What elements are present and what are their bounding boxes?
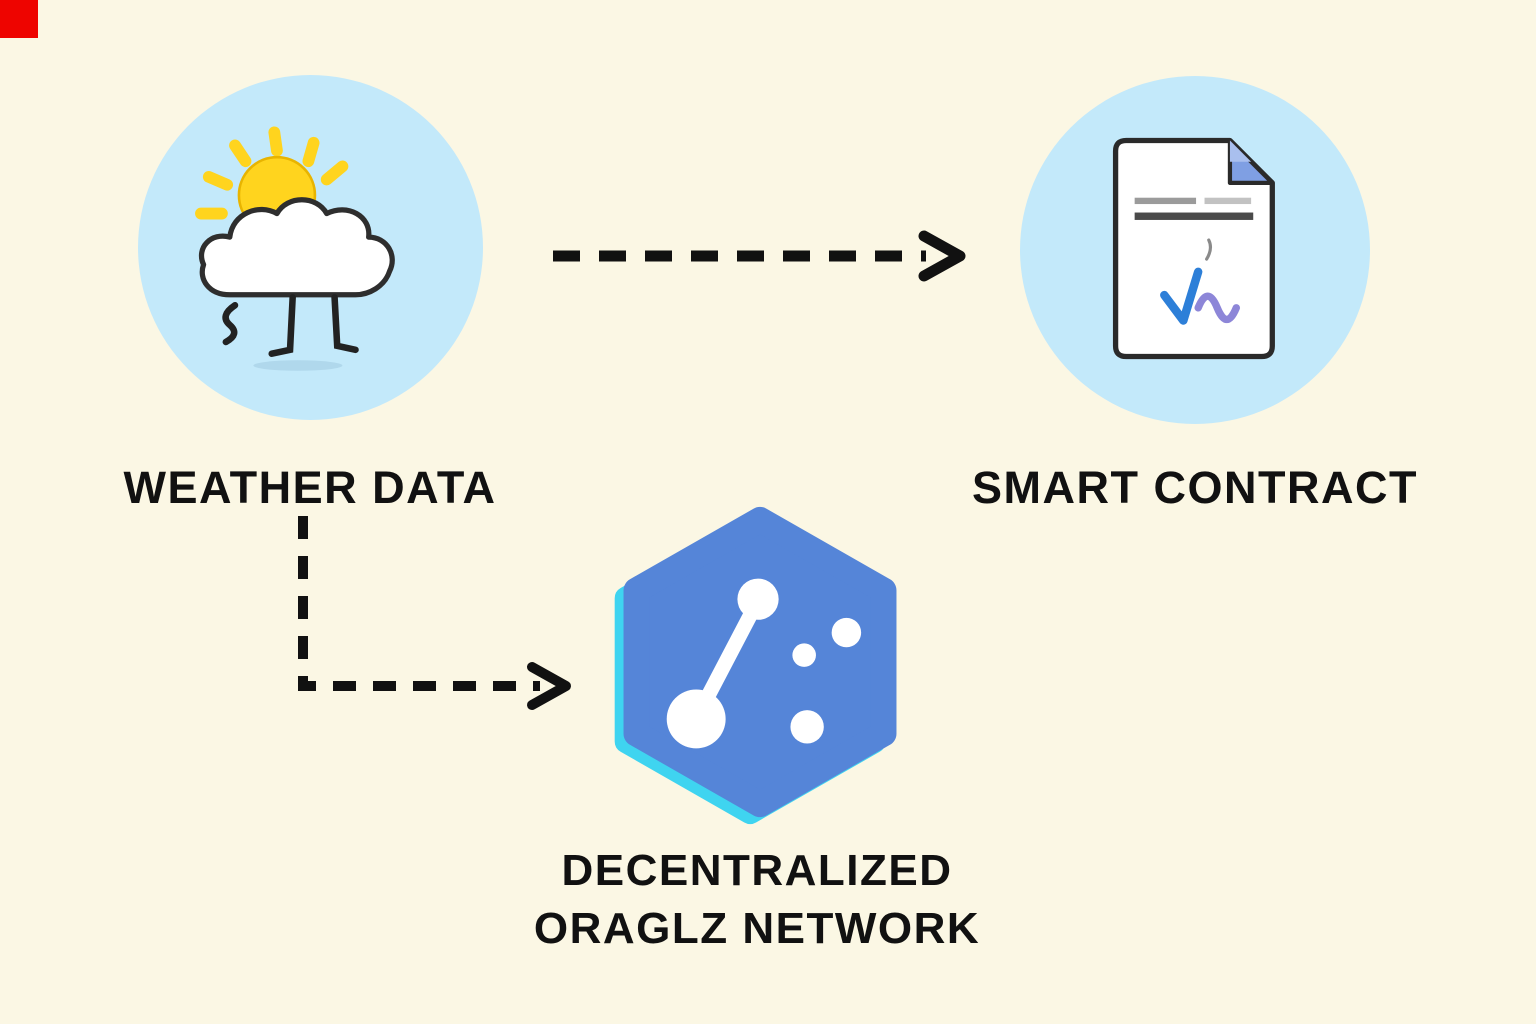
corner-red-square bbox=[0, 0, 38, 38]
oracle-network-label-line2: ORAGLZ NETWORK bbox=[533, 904, 981, 953]
oracle-network-label-line1: DECENTRALIZED bbox=[561, 846, 953, 895]
arrow-weather-to-oracle bbox=[298, 516, 571, 710]
oracle-network-node bbox=[598, 490, 922, 836]
smart-contract-node bbox=[1020, 76, 1370, 424]
smart-contract-document-icon bbox=[1105, 134, 1285, 367]
smart-contract-label: SMART CONTRACT bbox=[972, 462, 1418, 513]
weather-data-node bbox=[138, 75, 483, 420]
hexagon-network-icon bbox=[598, 506, 922, 840]
weather-data-label: WEATHER DATA bbox=[123, 462, 497, 513]
sun-cloud-icon bbox=[180, 114, 442, 381]
arrow-weather-to-contract bbox=[553, 230, 966, 282]
